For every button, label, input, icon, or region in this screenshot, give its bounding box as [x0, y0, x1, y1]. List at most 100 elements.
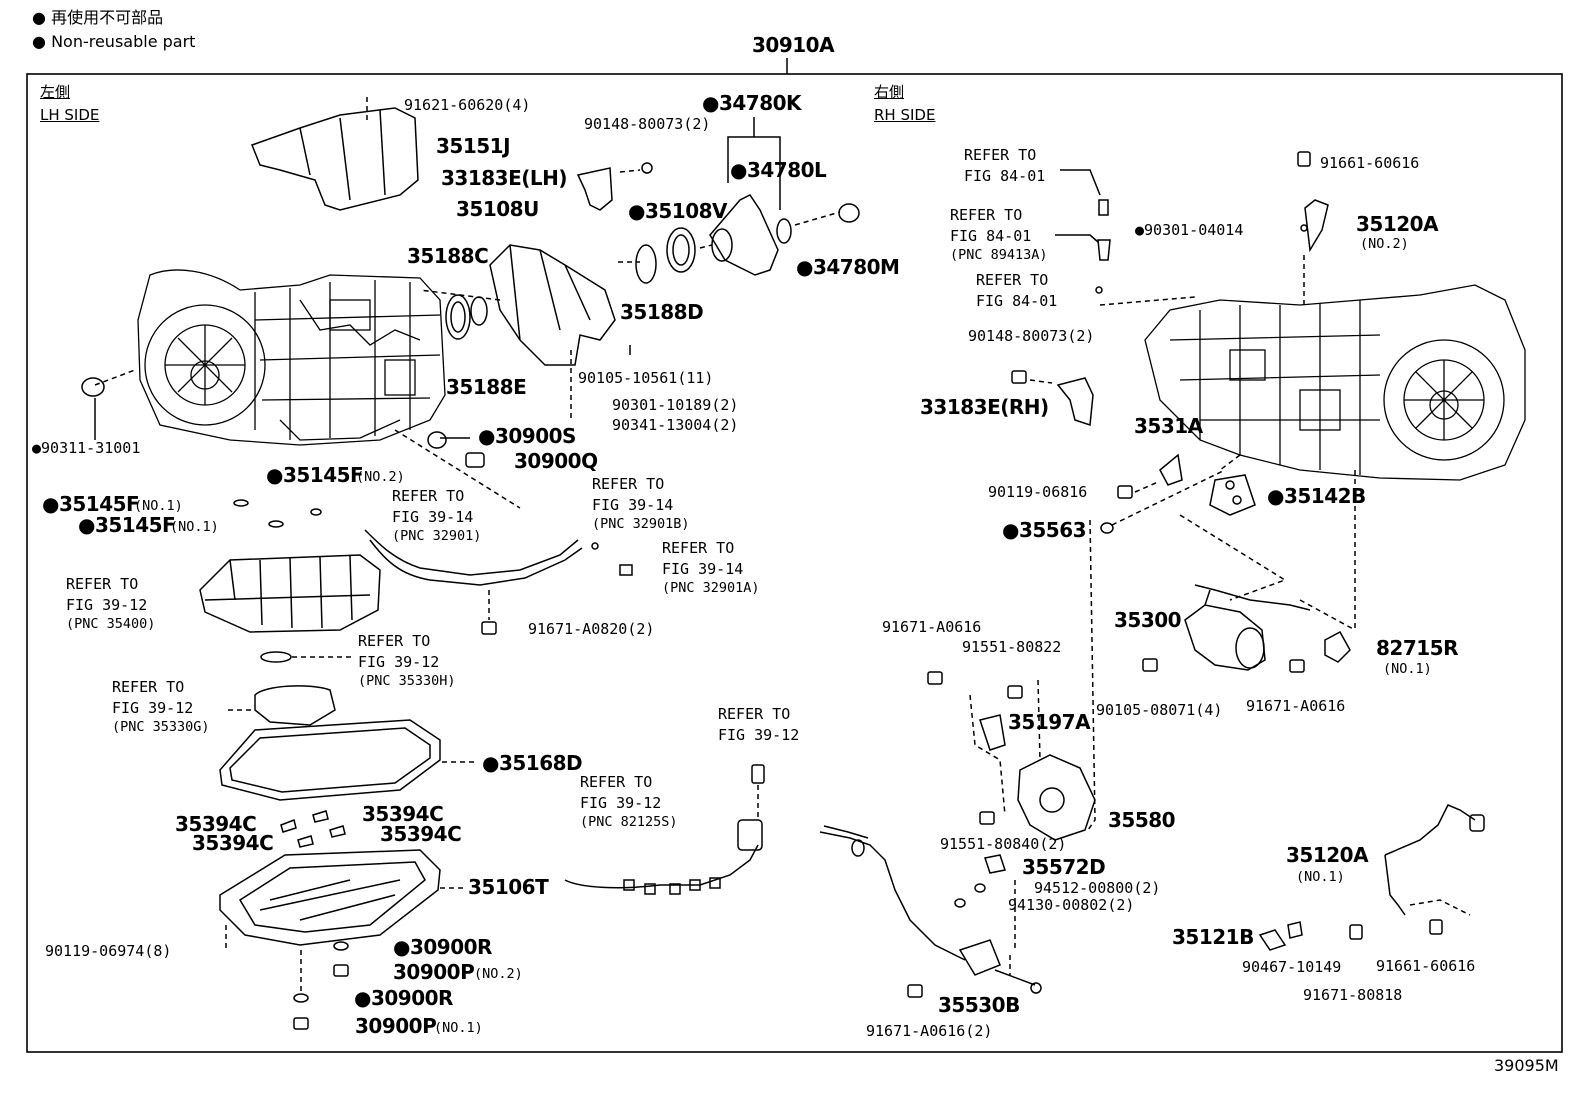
- part-label: 91551-80840(2): [940, 835, 1067, 853]
- part-label: 35580: [1108, 808, 1176, 832]
- assembly-number: 30910A: [752, 33, 835, 57]
- part-label: 3531A: [1134, 414, 1203, 438]
- part-variant: (NO.1): [170, 519, 219, 535]
- part-label: 35188E: [446, 375, 527, 399]
- legend-jp: 再使用不可部品: [51, 8, 164, 27]
- part-label: 90105-10561(11): [578, 369, 714, 387]
- part-label: 35530B: [938, 993, 1020, 1017]
- part-label-nonreusable: 34780L: [730, 159, 827, 181]
- part-label: 91671-A0820(2): [528, 620, 655, 638]
- part-variant: (NO.2): [474, 966, 523, 982]
- part-label: 90467-10149: [1242, 958, 1342, 976]
- figure-code: 39095M: [1494, 1056, 1559, 1075]
- part-variant: (NO.2): [1360, 236, 1409, 252]
- part-label: 35572D: [1022, 855, 1106, 879]
- oil-pan-gasket-illustration: [219, 719, 441, 801]
- rh-transmission-illustration: [1144, 284, 1526, 481]
- part-label-nonreusable: 35563: [1002, 519, 1087, 541]
- diagram-frame: [26, 73, 1563, 1053]
- part-label: 91671-A0616: [1246, 697, 1346, 715]
- actuator-illustration: [1184, 604, 1266, 671]
- part-label-nonreusable: 90311-31001: [32, 440, 140, 457]
- part-label: 35106T: [468, 875, 549, 899]
- legend-en-line: ● Non-reusable part: [32, 32, 195, 52]
- part-label: 30900Q: [514, 449, 598, 473]
- part-label: 90148-80073(2): [584, 115, 711, 133]
- part-label: 82715R: [1376, 636, 1458, 660]
- part-variant: (NO.1): [434, 1020, 483, 1036]
- legend-en: Non-reusable part: [51, 32, 196, 51]
- part-label: 91671-A0616(2): [866, 1022, 993, 1040]
- part-label: 35300: [1114, 608, 1182, 632]
- lh-transmission-illustration: [137, 269, 446, 446]
- shift-sensor-illustration: [1017, 754, 1096, 841]
- part-label-nonreusable: 30900R: [354, 987, 453, 1009]
- lh-side-jp: 左側: [40, 83, 71, 101]
- part-label-nonreusable: 30900S: [478, 425, 576, 447]
- part-label: 35121B: [1172, 925, 1254, 949]
- part-label: 90341-13004(2): [612, 416, 739, 434]
- part-label-nonreusable: 34780K: [702, 92, 802, 114]
- part-label: 90301-10189(2): [612, 396, 739, 414]
- part-label: 35188D: [620, 300, 704, 324]
- part-label: 35394C: [175, 812, 257, 836]
- part-label: 91661-60616: [1376, 957, 1476, 975]
- part-variant: (NO.1): [1296, 869, 1345, 885]
- part-label-nonreusable: 35145F: [266, 464, 364, 486]
- legend-jp-line: ● 再使用不可部品: [32, 8, 163, 28]
- part-variant: (NO.2): [356, 469, 405, 485]
- part-label: 35394C: [380, 822, 462, 846]
- part-label: 30900P: [355, 1014, 437, 1038]
- rh-side-en: RH SIDE: [874, 106, 936, 124]
- part-label: 90119-06816: [988, 483, 1088, 501]
- part-label: 30900P: [393, 960, 475, 984]
- part-label-nonreusable: 30900R: [393, 936, 492, 958]
- part-label-nonreusable: 90301-04014: [1135, 222, 1243, 239]
- shift-cable-illustration: [819, 831, 966, 961]
- legend-bullet: ●: [32, 8, 46, 27]
- part-label: 35394C: [192, 831, 274, 855]
- part-variant: (NO.1): [134, 498, 183, 514]
- legend-bullet: ●: [32, 32, 46, 51]
- part-label: 35151J: [436, 134, 511, 158]
- part-label: 94130-00802(2): [1008, 896, 1135, 914]
- part-label: 90105-08071(4): [1096, 701, 1223, 719]
- part-label: 94512-00800(2): [1034, 879, 1161, 897]
- part-label: 35108U: [456, 197, 539, 221]
- part-label: 91671-80818: [1303, 986, 1403, 1004]
- part-label-nonreusable: 35108V: [628, 200, 728, 222]
- part-label-nonreusable: 35142B: [1267, 485, 1366, 507]
- extension-housing-illustration: [489, 244, 616, 366]
- part-label-nonreusable: 34780M: [796, 256, 900, 278]
- lh-side-en: LH SIDE: [40, 106, 100, 124]
- valve-body-illustration: [199, 554, 381, 633]
- heat-insulator-illustration: [251, 107, 419, 211]
- part-label: 33183E(LH): [441, 166, 568, 190]
- part-label: 35394C: [362, 802, 444, 826]
- part-label: 35197A: [1008, 710, 1091, 734]
- part-label-nonreusable: 35145F: [78, 514, 176, 536]
- part-label: 90148-80073(2): [968, 327, 1095, 345]
- part-label-nonreusable: 35168D: [482, 752, 583, 774]
- part-label: 91551-80822: [962, 638, 1062, 656]
- oil-pan-illustration: [219, 849, 441, 946]
- part-label: 91671-A0616: [882, 618, 982, 636]
- part-label: 91621-60620(4): [404, 96, 531, 114]
- part-label: 90119-06974(8): [45, 942, 172, 960]
- part-label: 33183E(RH): [920, 395, 1049, 419]
- part-variant: (NO.1): [1383, 661, 1432, 677]
- part-label: 91661-60616: [1320, 154, 1420, 172]
- part-label-nonreusable: 35145F: [42, 493, 140, 515]
